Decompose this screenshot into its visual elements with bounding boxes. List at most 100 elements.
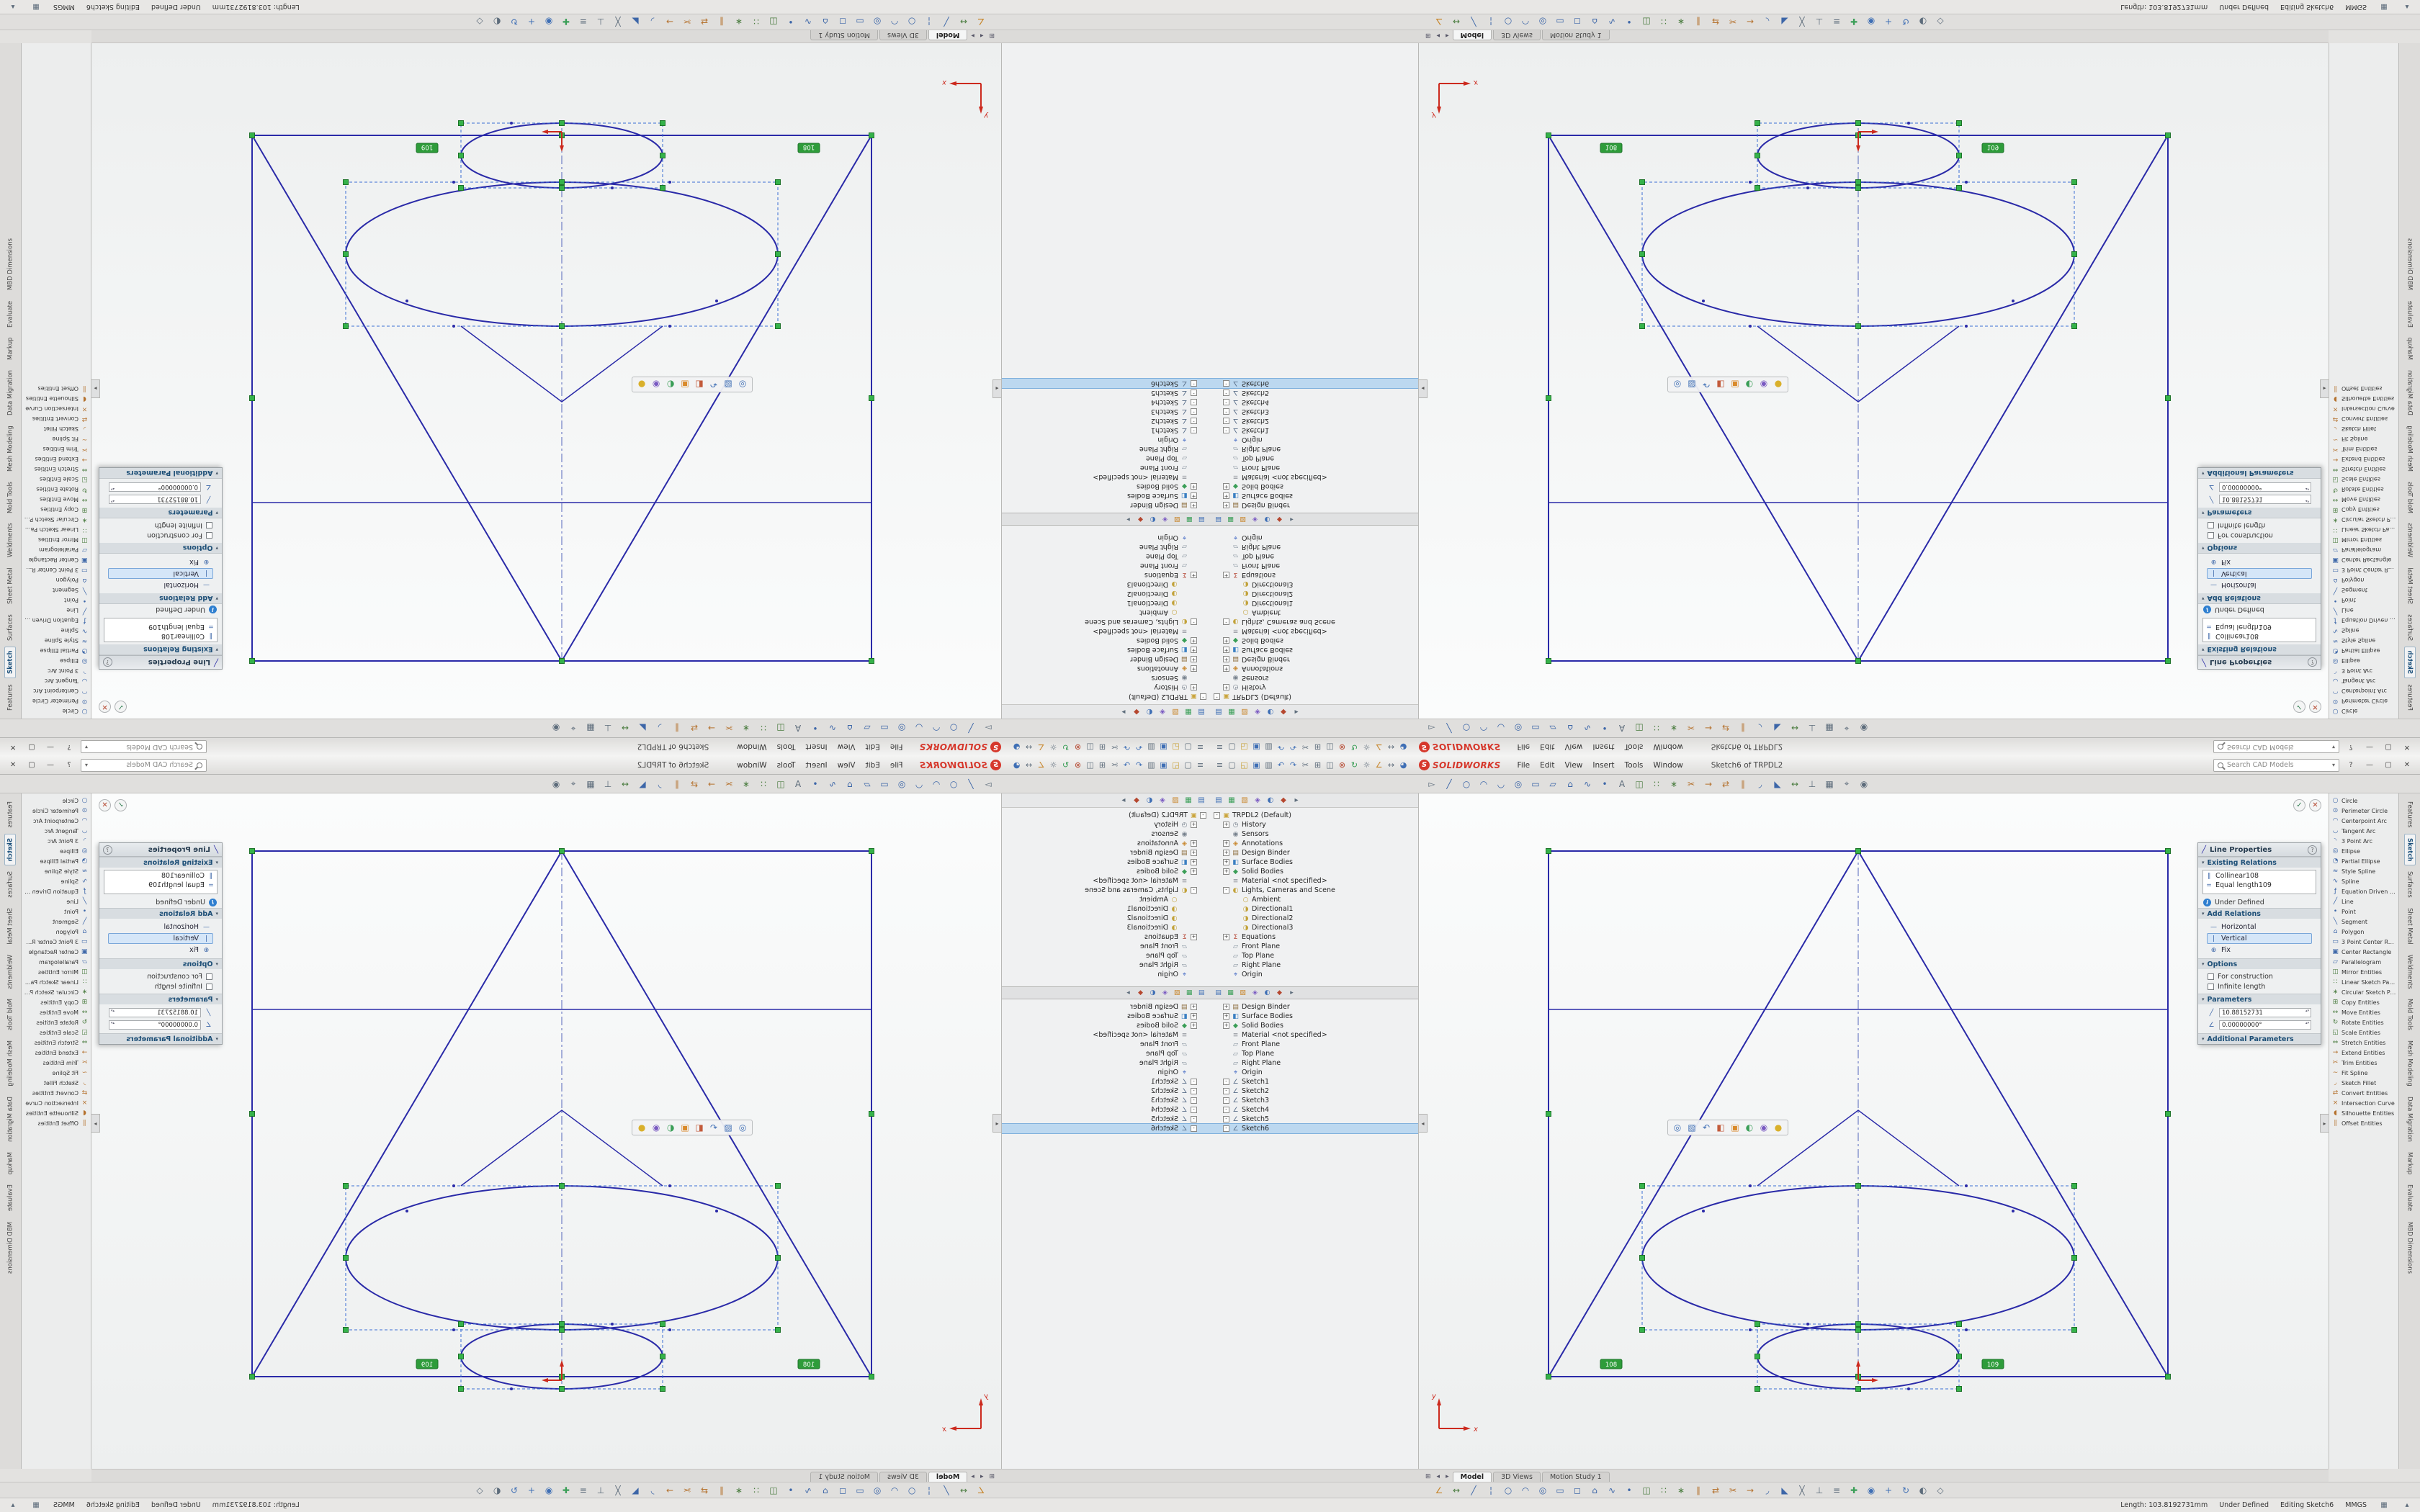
command-tab[interactable]: Sheet Metal — [2406, 907, 2414, 945]
panel-collapse-button[interactable]: ◂ — [1419, 379, 1428, 398]
toolbar-icon[interactable]: ↻ — [1901, 1485, 1910, 1495]
expander-icon[interactable]: + — [1223, 1004, 1229, 1010]
expander-icon[interactable]: - — [1191, 1107, 1197, 1113]
toolbar-icon[interactable]: ¦ — [1489, 17, 1493, 27]
command-tab[interactable]: MBD Dimensions — [2406, 1221, 2414, 1274]
toolbar-icon[interactable]: ⊗ — [1338, 742, 1346, 752]
menu-item[interactable]: Edit — [1540, 760, 1555, 770]
toolbar-icon[interactable]: ▦ — [586, 778, 595, 789]
option-row[interactable]: For construction — [2202, 971, 2316, 981]
tool-button[interactable]: ∥ Offset Entities — [22, 1118, 91, 1128]
status-units[interactable]: MMGS — [2345, 1501, 2367, 1509]
toolbar-icon[interactable]: → — [1704, 778, 1713, 789]
add-relation-button[interactable]: ⊕ Fix — [2207, 557, 2312, 567]
toolbar-icon[interactable]: ↻ — [510, 1485, 519, 1495]
toolbar-icon[interactable]: ⌖ — [1844, 778, 1850, 788]
tree-row[interactable]: - ∠ Sketch5 — [1210, 388, 1418, 397]
toolbar-icon[interactable]: ↷ — [1123, 742, 1131, 752]
toolbar-icon[interactable]: + — [527, 1485, 536, 1495]
command-tab[interactable]: Weldments — [6, 523, 14, 558]
grid-icon[interactable]: ▦ — [32, 3, 40, 11]
tree-row[interactable]: ⌖ Origin — [1210, 1068, 1418, 1077]
tool-button[interactable]: ∷ Linear Sketch Pattern — [22, 525, 91, 535]
sketch-triangle-right-leg[interactable] — [1857, 850, 2169, 1377]
toolbar-icon[interactable]: ⌂ — [847, 723, 853, 734]
toolbar-icon[interactable]: ◡ — [915, 778, 923, 789]
sketch-canvas[interactable]: 108 109 — [1419, 793, 2329, 1469]
panel-tab-icon[interactable]: ◐ — [1150, 516, 1156, 523]
chevron-down-icon[interactable]: ▾ — [2331, 744, 2335, 750]
tool-button[interactable]: → Extend Entities — [2329, 454, 2398, 464]
toolbar-icon[interactable]: ⊥ — [596, 17, 605, 27]
option-row[interactable]: Infinite length — [2202, 521, 2316, 531]
view-toolbar-icon[interactable]: ◧ — [695, 379, 704, 390]
menu-item[interactable]: Tools — [776, 742, 796, 752]
relation-item[interactable]: ∥ Collinear108 — [2204, 871, 2315, 881]
tool-button[interactable]: ◠ Centerpoint Arc — [2329, 686, 2398, 696]
section-options[interactable]: Options — [99, 543, 222, 554]
window-button[interactable]: ? — [2349, 761, 2353, 769]
tool-button[interactable]: ⊙ Perimeter Circle — [2329, 696, 2398, 706]
grid-icon[interactable]: ▦ — [32, 1501, 40, 1509]
view-toolbar-icon[interactable]: ◎ — [1673, 379, 1682, 390]
parameter-field[interactable]: 0.00000000° — [2219, 1020, 2311, 1030]
relation-badge[interactable]: 109 — [1981, 143, 2004, 153]
tree-row[interactable]: + Σ Equations — [1002, 932, 1210, 942]
tree-row[interactable]: ▱ Right Plane — [1210, 542, 1418, 552]
panel-tab-icon[interactable]: ◈ — [1252, 989, 1258, 996]
relation-badge[interactable]: 108 — [1600, 1359, 1623, 1369]
tool-button[interactable]: ▣ Center Rectangle — [2329, 947, 2398, 957]
toolbar-icon[interactable]: ▢ — [1184, 760, 1192, 770]
window-button[interactable]: ▢ — [2385, 743, 2392, 751]
toolbar-icon[interactable]: ◠ — [1479, 778, 1488, 789]
toolbar-icon[interactable]: ↶ — [1135, 760, 1143, 770]
tree-row[interactable]: - ∠ Sketch4 — [1002, 397, 1210, 407]
tool-button[interactable]: × Intersection Curve — [22, 404, 91, 414]
tree-row[interactable]: - ∠ Sketch5 — [1002, 1115, 1210, 1124]
toolbar-icon[interactable]: ⌂ — [1592, 17, 1597, 27]
toolbar-icon[interactable]: ◎ — [1514, 723, 1523, 734]
menu-item[interactable]: Tools — [1624, 742, 1644, 752]
view-toolbar-icon[interactable]: ◐ — [666, 1122, 675, 1133]
tool-button[interactable]: ≈ Style Spline — [2329, 636, 2398, 646]
toolbar-icon[interactable]: ▭ — [880, 778, 889, 789]
panel-tab-icon[interactable]: ▤ — [1198, 989, 1205, 996]
view-toolbar-icon[interactable]: ▣ — [681, 379, 689, 390]
panel-tab-icon[interactable]: ◐ — [1267, 708, 1274, 716]
parameter-field[interactable]: 10.88152731 — [2219, 495, 2311, 504]
expander-icon[interactable]: - — [1223, 427, 1229, 433]
window-button[interactable]: ▢ — [28, 743, 35, 751]
expander-icon[interactable]: + — [1191, 1022, 1197, 1029]
graphics-area[interactable]: 108 109 — [1419, 43, 2329, 719]
checkbox[interactable] — [2208, 532, 2214, 539]
tree-row[interactable]: ◑ Directional1 — [1210, 904, 1418, 914]
command-tab[interactable]: Mesh Modeling — [2406, 1040, 2414, 1086]
tree-row[interactable]: + ▤ Design Binder — [1210, 1002, 1418, 1012]
grid-icon[interactable]: ▦ — [2380, 1501, 2388, 1509]
parameter-field[interactable]: 0.00000000° — [2219, 482, 2311, 492]
menu-item[interactable]: View — [837, 760, 856, 770]
panel-tab-icon[interactable]: ▤ — [1198, 796, 1205, 804]
toolbar-icon[interactable]: • — [788, 17, 794, 27]
tool-button[interactable]: ⊙ Perimeter Circle — [22, 806, 91, 816]
tree-row[interactable]: ▱ Right Plane — [1210, 1058, 1418, 1068]
tree-row[interactable]: ▱ Front Plane — [1210, 561, 1418, 570]
expander-icon[interactable]: + — [1191, 1004, 1197, 1010]
sketch-peak-lines[interactable] — [1757, 325, 1960, 402]
tool-button[interactable]: ∷ Linear Sketch Pattern — [2329, 977, 2398, 987]
toolbar-icon[interactable]: ○ — [949, 778, 958, 789]
tree-row[interactable]: - ∠ Sketch6 — [1001, 378, 1210, 389]
sketch-canvas[interactable]: 108 109 — [91, 43, 1001, 719]
expander-icon[interactable]: + — [1223, 665, 1229, 672]
tree-row[interactable]: ◑ Directional1 — [1002, 598, 1210, 608]
command-tab[interactable]: Evaluate — [6, 1184, 14, 1212]
window-button[interactable]: ✕ — [2403, 761, 2411, 769]
window-button[interactable]: — — [47, 761, 54, 769]
toolbar-icon[interactable]: ◞ — [650, 17, 655, 27]
panel-tab-icon[interactable]: ▤ — [1215, 796, 1222, 804]
toolbar-icon[interactable]: ∥ — [720, 1485, 724, 1495]
expander-icon[interactable]: + — [1191, 1013, 1197, 1020]
tree-row[interactable]: ≡ Material <not specified> — [1002, 472, 1210, 482]
toolbar-icon[interactable]: ∥ — [1741, 723, 1745, 734]
view-toolbar-icon[interactable]: ▣ — [681, 1122, 689, 1133]
